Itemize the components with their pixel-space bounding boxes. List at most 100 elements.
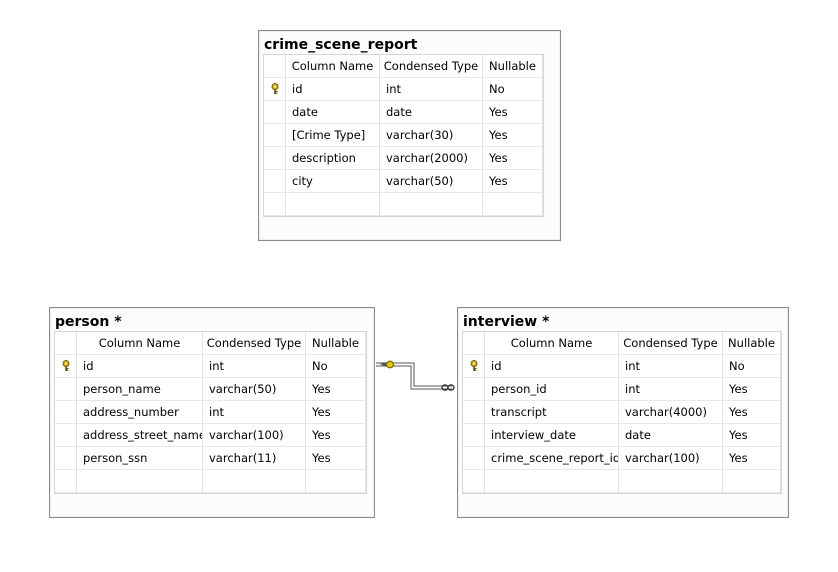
- nullable-header[interactable]: Nullable: [723, 332, 781, 355]
- nullable-cell[interactable]: Yes: [483, 124, 543, 147]
- nullable-cell[interactable]: Yes: [306, 378, 366, 401]
- nullable-cell[interactable]: Yes: [723, 401, 781, 424]
- column-name-cell[interactable]: person_id: [485, 378, 619, 401]
- condensed-type-header[interactable]: Condensed Type: [380, 55, 483, 78]
- empty-cell[interactable]: [55, 470, 77, 493]
- empty-row[interactable]: [264, 193, 543, 216]
- condensed-type-cell[interactable]: int: [203, 401, 306, 424]
- condensed-type-cell[interactable]: int: [203, 355, 306, 378]
- condensed-type-cell[interactable]: int: [619, 355, 723, 378]
- nullable-header[interactable]: Nullable: [483, 55, 543, 78]
- row-selector[interactable]: [55, 355, 77, 378]
- empty-row[interactable]: [55, 470, 366, 493]
- nullable-cell[interactable]: No: [723, 355, 781, 378]
- empty-cell[interactable]: [286, 193, 380, 216]
- empty-cell[interactable]: [619, 470, 723, 493]
- nullable-cell[interactable]: Yes: [723, 378, 781, 401]
- empty-row[interactable]: [463, 470, 781, 493]
- condensed-type-header[interactable]: Condensed Type: [203, 332, 306, 355]
- column-name-cell[interactable]: id: [286, 78, 380, 101]
- row-selector[interactable]: [264, 124, 286, 147]
- column-name-cell[interactable]: person_name: [77, 378, 203, 401]
- column-name-cell[interactable]: person_ssn: [77, 447, 203, 470]
- condensed-type-cell[interactable]: varchar(30): [380, 124, 483, 147]
- nullable-cell[interactable]: No: [483, 78, 543, 101]
- row-selector[interactable]: [55, 401, 77, 424]
- column-name-cell[interactable]: crime_scene_report_id: [485, 447, 619, 470]
- condensed-type-cell[interactable]: varchar(4000): [619, 401, 723, 424]
- row-selector[interactable]: [55, 378, 77, 401]
- condensed-type-cell[interactable]: int: [380, 78, 483, 101]
- column-name-cell[interactable]: description: [286, 147, 380, 170]
- row-selector[interactable]: [463, 355, 485, 378]
- empty-cell[interactable]: [264, 193, 286, 216]
- condensed-type-cell[interactable]: varchar(50): [203, 378, 306, 401]
- nullable-header[interactable]: Nullable: [306, 332, 366, 355]
- row-selector[interactable]: [463, 378, 485, 401]
- nullable-cell[interactable]: Yes: [306, 424, 366, 447]
- row-selector[interactable]: [463, 424, 485, 447]
- nullable-cell[interactable]: Yes: [723, 424, 781, 447]
- condensed-type-cell[interactable]: varchar(100): [203, 424, 306, 447]
- nullable-cell[interactable]: Yes: [483, 101, 543, 124]
- nullable-cell[interactable]: Yes: [723, 447, 781, 470]
- empty-cell[interactable]: [723, 470, 781, 493]
- nullable-cell[interactable]: Yes: [306, 401, 366, 424]
- column-name-cell[interactable]: interview_date: [485, 424, 619, 447]
- column-name-cell[interactable]: address_number: [77, 401, 203, 424]
- empty-cell[interactable]: [380, 193, 483, 216]
- table-row[interactable]: [Crime Type]varchar(30)Yes: [264, 124, 543, 147]
- condensed-type-header[interactable]: Condensed Type: [619, 332, 723, 355]
- empty-cell[interactable]: [306, 470, 366, 493]
- column-name-header[interactable]: Column Name: [77, 332, 203, 355]
- column-name-cell[interactable]: [Crime Type]: [286, 124, 380, 147]
- column-name-cell[interactable]: id: [77, 355, 203, 378]
- row-selector[interactable]: [55, 447, 77, 470]
- row-selector[interactable]: [264, 170, 286, 193]
- row-selector[interactable]: [264, 101, 286, 124]
- row-selector[interactable]: [264, 147, 286, 170]
- row-selector[interactable]: [55, 424, 77, 447]
- nullable-cell[interactable]: No: [306, 355, 366, 378]
- condensed-type-cell[interactable]: date: [619, 424, 723, 447]
- condensed-type-cell[interactable]: varchar(100): [619, 447, 723, 470]
- nullable-cell[interactable]: Yes: [483, 170, 543, 193]
- nullable-cell[interactable]: Yes: [306, 447, 366, 470]
- empty-cell[interactable]: [463, 470, 485, 493]
- column-name-cell[interactable]: date: [286, 101, 380, 124]
- nullable-cell[interactable]: Yes: [483, 147, 543, 170]
- condensed-type-cell[interactable]: varchar(2000): [380, 147, 483, 170]
- column-name-cell[interactable]: id: [485, 355, 619, 378]
- row-selector[interactable]: [463, 447, 485, 470]
- condensed-type-cell[interactable]: varchar(11): [203, 447, 306, 470]
- condensed-type-cell[interactable]: int: [619, 378, 723, 401]
- row-selector[interactable]: [463, 401, 485, 424]
- empty-cell[interactable]: [483, 193, 543, 216]
- column-name-cell[interactable]: address_street_name: [77, 424, 203, 447]
- empty-cell[interactable]: [485, 470, 619, 493]
- column-name-cell[interactable]: city: [286, 170, 380, 193]
- condensed-type-cell[interactable]: varchar(50): [380, 170, 483, 193]
- column-name-header[interactable]: Column Name: [485, 332, 619, 355]
- empty-cell[interactable]: [77, 470, 203, 493]
- condensed-type-cell[interactable]: date: [380, 101, 483, 124]
